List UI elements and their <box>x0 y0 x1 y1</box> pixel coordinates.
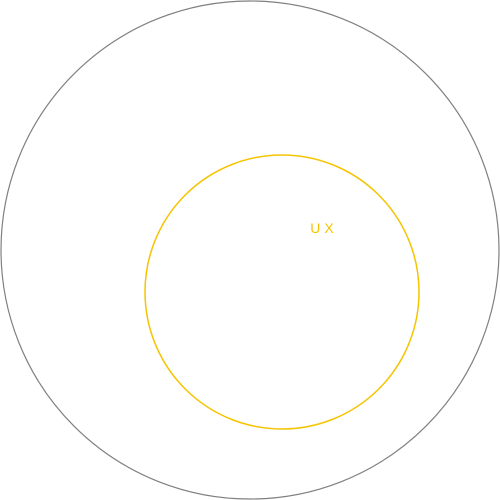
ux-label: UX <box>310 220 337 236</box>
ux-circle <box>144 154 420 430</box>
